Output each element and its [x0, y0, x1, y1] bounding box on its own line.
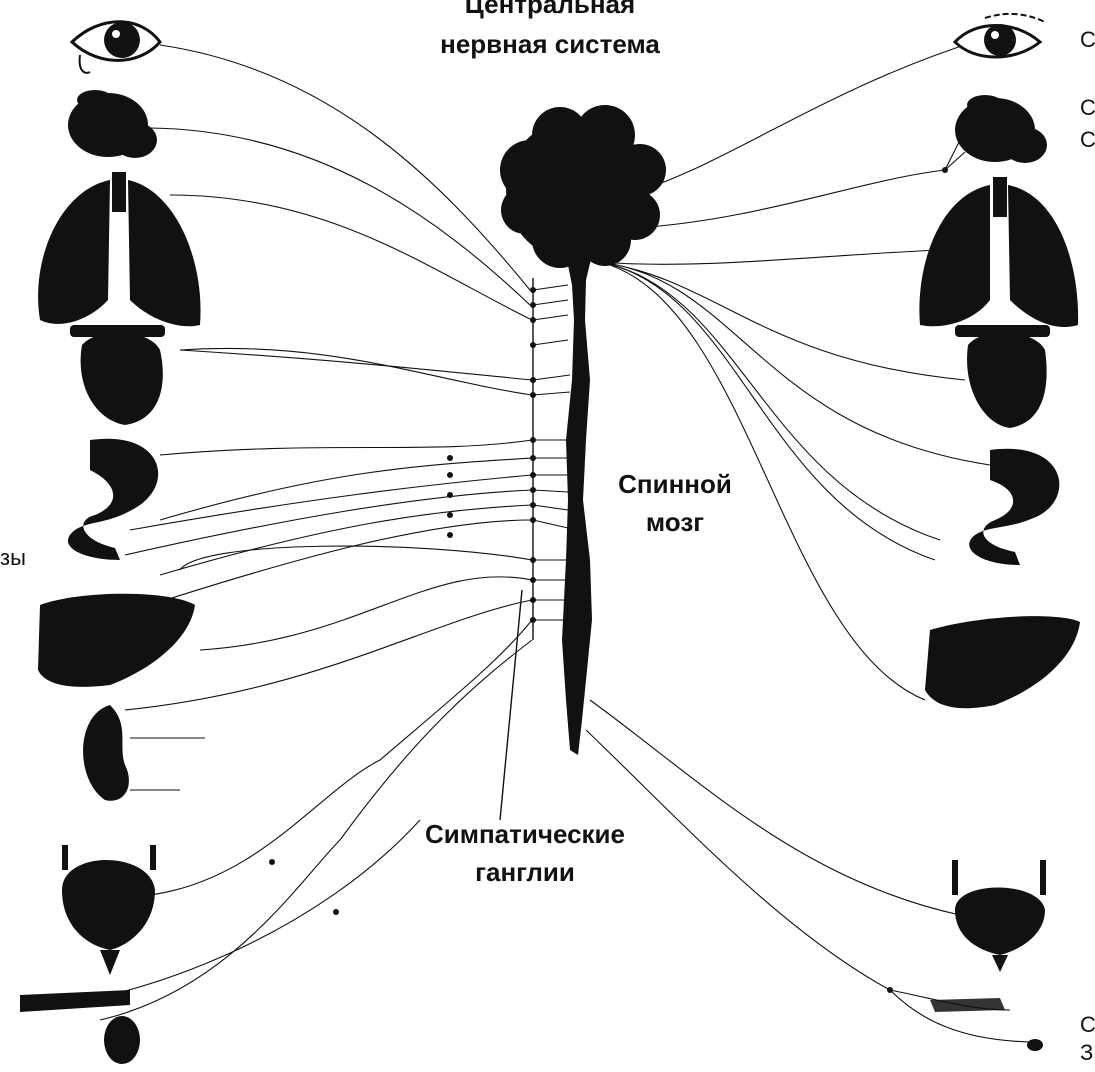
right-edge-fragment-3: С — [1080, 127, 1095, 153]
left-eye-icon — [72, 22, 160, 73]
sympathetic-ganglia-label-line2: ганглии — [375, 858, 675, 888]
left-salivary-gland-icon — [68, 90, 157, 158]
sympathetic-ganglia-label-line1: Симпатические — [375, 820, 675, 850]
right-bladder-icon — [952, 860, 1046, 972]
right-lungs-icon — [919, 177, 1078, 327]
right-edge-fragment-4: С — [1080, 1012, 1095, 1038]
right-eye-icon — [955, 14, 1045, 57]
right-edge-fragment-1: С — [1080, 27, 1095, 53]
left-kidney-icon — [83, 705, 205, 801]
spinal-cord-shape — [562, 255, 592, 755]
cns-label-line2: нервная система — [400, 30, 700, 60]
cns-label-line1: Центральная — [400, 0, 700, 20]
right-stomach-icon — [969, 449, 1059, 565]
spinal-cord-label-line2: мозг — [600, 508, 750, 538]
right-edge-fragment-2: С — [1080, 95, 1095, 121]
left-liver-icon — [38, 594, 195, 687]
brain-icon — [500, 105, 666, 268]
right-heart-icon — [955, 325, 1050, 428]
left-bladder-icon — [62, 845, 156, 975]
right-edge-fragment-5: З — [1080, 1040, 1093, 1066]
right-genitals-icon — [930, 998, 1043, 1051]
spinal-cord-label-line1: Спинной — [600, 470, 750, 500]
left-heart-icon — [70, 325, 165, 425]
right-liver-icon — [925, 616, 1080, 708]
left-edge-fragment: зы — [0, 545, 26, 571]
left-stomach-icon — [68, 439, 158, 560]
right-salivary-gland-icon — [955, 95, 1047, 163]
ganglia-pointer — [500, 590, 522, 820]
left-genitals-icon — [20, 990, 140, 1064]
